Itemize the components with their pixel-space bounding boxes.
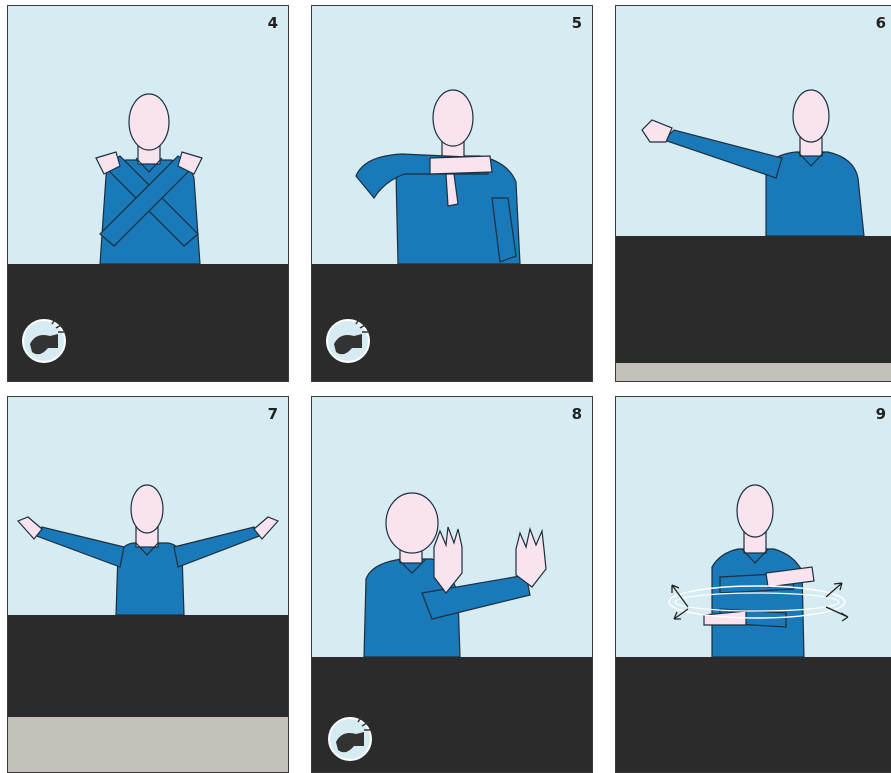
signal-panel-8: 8: [311, 396, 593, 773]
signal-panel-4: 4: [7, 5, 289, 382]
panel-number: 6: [876, 14, 886, 32]
referee-figure-arms-spread: [8, 397, 289, 773]
referee-figure-timeout: [312, 6, 593, 382]
signal-panel-6: 6: [615, 5, 891, 382]
signal-panel-5: 5: [311, 5, 593, 382]
referee-figure-open-palms: [312, 397, 593, 773]
referee-figure-crossed-arms: [8, 6, 289, 382]
panel-number: 7: [268, 405, 278, 423]
panel-number: 5: [572, 14, 582, 32]
panel-number: 8: [572, 405, 582, 423]
referee-figure-arm-raised: [616, 6, 891, 382]
signal-panel-9: 9: [615, 396, 891, 773]
panel-number: 9: [876, 405, 886, 423]
panel-number: 4: [268, 14, 278, 32]
signal-panel-7: 7: [7, 396, 289, 773]
referee-figure-rolling-arms: [616, 397, 891, 773]
